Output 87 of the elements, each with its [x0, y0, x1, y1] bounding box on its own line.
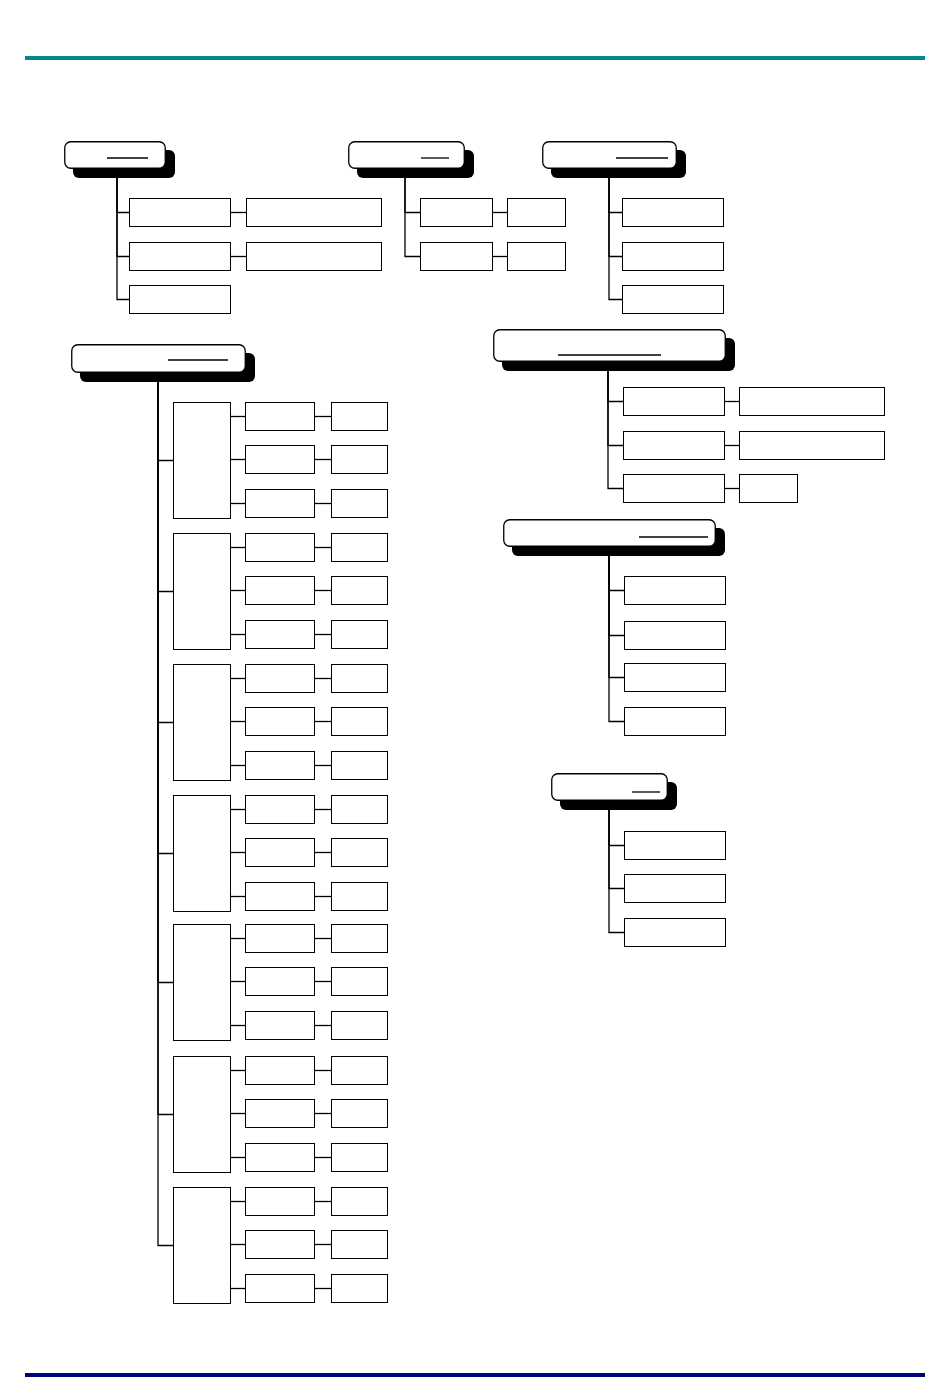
- empty-box: [245, 1099, 315, 1128]
- group-box: [173, 1187, 231, 1304]
- empty-box: [420, 242, 493, 271]
- header-box: [71, 344, 255, 382]
- empty-box: [623, 387, 725, 416]
- header-box: [551, 773, 677, 810]
- empty-box: [739, 387, 885, 416]
- empty-box: [331, 664, 388, 693]
- group-box: [173, 795, 231, 912]
- empty-box: [245, 967, 315, 996]
- empty-box: [245, 576, 315, 605]
- empty-box: [246, 242, 382, 271]
- group-box: [173, 664, 231, 781]
- empty-box: [331, 751, 388, 780]
- empty-box: [624, 576, 726, 605]
- empty-box: [331, 967, 388, 996]
- empty-box: [331, 445, 388, 474]
- empty-box: [331, 1274, 388, 1303]
- group-box: [173, 1056, 231, 1173]
- connector-line: [116, 177, 130, 301]
- empty-box: [507, 198, 566, 227]
- empty-box: [331, 1187, 388, 1216]
- empty-box: [245, 838, 315, 867]
- connector-line: [608, 177, 623, 301]
- empty-box: [624, 831, 726, 860]
- connector-line: [607, 370, 624, 490]
- empty-box: [331, 489, 388, 518]
- empty-box: [245, 1056, 315, 1085]
- empty-box: [245, 1143, 315, 1172]
- connector-line: [608, 555, 625, 723]
- empty-box: [331, 1230, 388, 1259]
- empty-box: [245, 445, 315, 474]
- empty-box: [331, 620, 388, 649]
- empty-box: [331, 533, 388, 562]
- empty-box: [624, 621, 726, 650]
- empty-box: [331, 402, 388, 431]
- empty-box: [245, 664, 315, 693]
- empty-box: [245, 751, 315, 780]
- empty-box: [331, 795, 388, 824]
- empty-box: [739, 474, 798, 503]
- empty-box: [129, 242, 231, 271]
- empty-box: [331, 1056, 388, 1085]
- group-box: [173, 924, 231, 1041]
- header-box: [493, 329, 735, 371]
- empty-box: [245, 795, 315, 824]
- empty-box: [245, 1274, 315, 1303]
- header-box: [503, 519, 725, 556]
- empty-box: [331, 838, 388, 867]
- empty-box: [622, 285, 724, 314]
- connector-line: [404, 177, 421, 258]
- empty-box: [129, 198, 231, 227]
- empty-box: [331, 882, 388, 911]
- empty-box: [624, 663, 726, 692]
- empty-box: [331, 707, 388, 736]
- empty-box: [245, 707, 315, 736]
- empty-box: [245, 620, 315, 649]
- empty-box: [331, 576, 388, 605]
- header-box: [542, 141, 686, 178]
- empty-box: [331, 924, 388, 953]
- empty-box: [622, 242, 724, 271]
- empty-box: [245, 533, 315, 562]
- connector-line: [608, 809, 625, 934]
- empty-box: [246, 198, 382, 227]
- empty-box: [245, 402, 315, 431]
- empty-box: [245, 1011, 315, 1040]
- group-box: [173, 533, 231, 650]
- empty-box: [622, 198, 724, 227]
- empty-box: [331, 1011, 388, 1040]
- group-box: [173, 402, 231, 519]
- header-box: [64, 141, 175, 178]
- empty-box: [624, 874, 726, 903]
- empty-box: [245, 1187, 315, 1216]
- header-box: [348, 141, 474, 178]
- empty-box: [331, 1143, 388, 1172]
- empty-box: [624, 707, 726, 736]
- empty-box: [624, 918, 726, 947]
- empty-box: [331, 1099, 388, 1128]
- empty-box: [739, 431, 885, 460]
- empty-box: [245, 489, 315, 518]
- empty-box: [623, 431, 725, 460]
- empty-box: [623, 474, 725, 503]
- empty-box: [507, 242, 566, 271]
- empty-box: [129, 285, 231, 314]
- empty-box: [245, 1230, 315, 1259]
- empty-box: [245, 924, 315, 953]
- empty-box: [245, 882, 315, 911]
- empty-box: [420, 198, 493, 227]
